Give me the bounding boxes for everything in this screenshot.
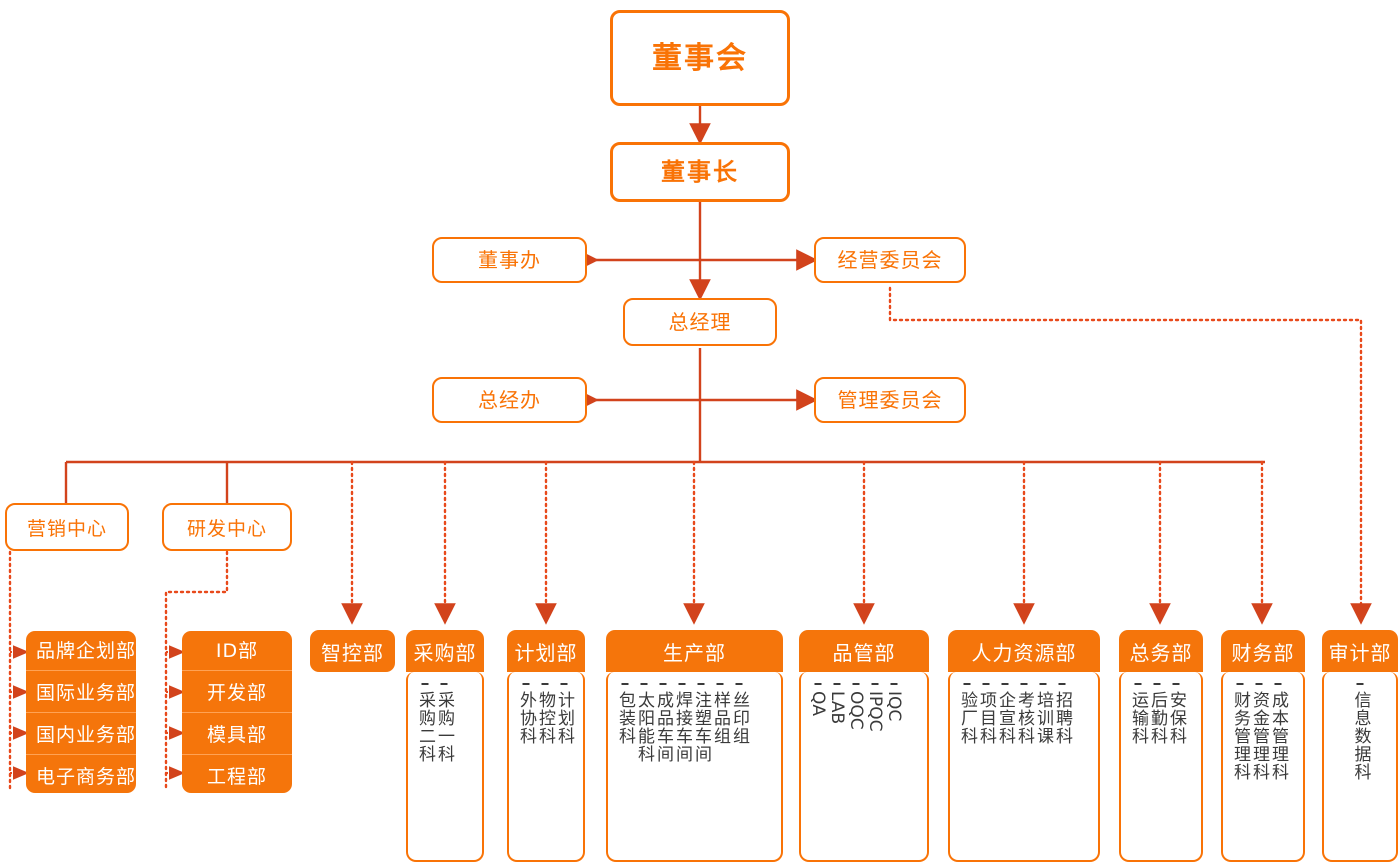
list-item[interactable]: 模具部	[182, 711, 292, 754]
list-item[interactable]: 资金管理科	[1249, 682, 1269, 781]
list-item[interactable]: 开发部	[182, 669, 292, 712]
list-item[interactable]: 包装科	[615, 682, 635, 745]
node-gm-office[interactable]: 总经办	[432, 377, 587, 423]
node-board-office-label: 董事办	[478, 248, 541, 272]
node-board-office[interactable]: 董事办	[432, 237, 587, 283]
list-item[interactable]: 考核科	[1014, 682, 1034, 745]
list-item[interactable]: 计划科	[554, 682, 574, 745]
list-item[interactable]: IQC	[884, 682, 904, 721]
list-item[interactable]: 企宣科	[995, 682, 1015, 745]
center-marketing-subs: 品牌企划部 国际业务部 国内业务部 电子商务部	[26, 631, 136, 793]
list-item[interactable]: 国内业务部	[26, 711, 136, 754]
list-item[interactable]: 外协科	[516, 682, 536, 745]
dept-caigou-subs: 采购一科 采购二科	[406, 672, 484, 862]
list-item[interactable]: 成本管理科	[1268, 682, 1288, 781]
list-item[interactable]: 运输科	[1128, 682, 1148, 745]
dept-jihua-subs: 计划科 物控科 外协科	[507, 672, 585, 862]
list-item[interactable]: 财务管理科	[1230, 682, 1250, 781]
list-item[interactable]: 物控科	[535, 682, 555, 745]
node-board-label: 董事会	[652, 40, 748, 76]
list-item[interactable]: 丝印组	[729, 682, 749, 745]
list-item[interactable]: 安保科	[1166, 682, 1186, 745]
dept-jihua-title: 计划部	[507, 630, 585, 672]
center-marketing-label: 营销中心	[26, 517, 107, 540]
list-item[interactable]: LAB	[827, 682, 847, 724]
dept-zongwu-subs: 安保科 后勤科 运输科	[1119, 672, 1203, 862]
list-item[interactable]: 项目科	[976, 682, 996, 745]
dept-renli-subs: 招聘科 培训课 考核科 企宣科 项目科 验厂科	[948, 672, 1100, 862]
list-item[interactable]: 采购二科	[415, 682, 435, 763]
list-item[interactable]: 样品组	[710, 682, 730, 745]
dept-zhikong[interactable]: 智控部	[310, 630, 395, 672]
list-item[interactable]: OQC	[846, 682, 866, 730]
dept-zongwu-title: 总务部	[1119, 630, 1203, 672]
dept-caiwu-subs: 成本管理科 资金管理科 财务管理科	[1221, 672, 1305, 862]
dept-pinguan-title: 品管部	[799, 630, 929, 672]
dept-shengchan[interactable]: 生产部 丝印组 样品组 注塑车间 焊接车间 成品车间 太阳能科 包装科	[606, 630, 783, 862]
dept-caigou-title: 采购部	[406, 630, 484, 672]
center-marketing[interactable]: 营销中心	[5, 503, 129, 551]
center-rnd-label: 研发中心	[186, 517, 267, 540]
dept-renli[interactable]: 人力资源部 招聘科 培训课 考核科 企宣科 项目科 验厂科	[948, 630, 1100, 862]
list-item[interactable]: 信息数据科	[1351, 682, 1371, 781]
node-gm-office-label: 总经办	[478, 388, 541, 412]
dept-shenji-subs: 信息数据科	[1322, 672, 1398, 862]
node-chairman-label: 董事长	[661, 157, 739, 186]
dept-caigou[interactable]: 采购部 采购一科 采购二科	[406, 630, 484, 862]
node-general-manager-label: 总经理	[668, 310, 732, 334]
dept-caiwu[interactable]: 财务部 成本管理科 资金管理科 财务管理科	[1221, 630, 1305, 862]
dept-zhikong-label: 智控部	[321, 640, 384, 665]
dept-shengchan-subs: 丝印组 样品组 注塑车间 焊接车间 成品车间 太阳能科 包装科	[606, 672, 783, 862]
list-item[interactable]: IPQC	[865, 682, 885, 732]
list-item[interactable]: 焊接车间	[672, 682, 692, 763]
dept-jihua[interactable]: 计划部 计划科 物控科 外协科	[507, 630, 585, 862]
center-rnd[interactable]: 研发中心	[162, 503, 292, 551]
list-item[interactable]: 注塑车间	[691, 682, 711, 763]
list-item[interactable]: 采购一科	[434, 682, 454, 763]
node-general-manager[interactable]: 总经理	[623, 298, 777, 346]
list-item[interactable]: ID部	[215, 639, 259, 662]
list-item[interactable]: 招聘科	[1052, 682, 1072, 745]
list-item[interactable]: 电子商务部	[26, 753, 136, 796]
center-rnd-subs: ID部 开发部 模具部 工程部	[182, 631, 292, 793]
dept-zongwu[interactable]: 总务部 安保科 后勤科 运输科	[1119, 630, 1203, 862]
node-chairman[interactable]: 董事长	[610, 142, 790, 202]
list-item[interactable]: 培训课	[1033, 682, 1053, 745]
dept-shenji-title: 审计部	[1322, 630, 1398, 672]
list-item[interactable]: 工程部	[182, 753, 292, 796]
dept-pinguan-subs: IQC IPQC OQC LAB QA	[799, 672, 929, 862]
list-item[interactable]: QA	[808, 682, 828, 716]
list-item[interactable]: 后勤科	[1147, 682, 1167, 745]
dept-shenji[interactable]: 审计部 信息数据科	[1322, 630, 1398, 862]
node-management-committee-label: 管理委员会	[837, 388, 943, 412]
list-item[interactable]: 成品车间	[653, 682, 673, 763]
node-operating-committee-label: 经营委员会	[837, 248, 943, 272]
dept-pinguan[interactable]: 品管部 IQC IPQC OQC LAB QA	[799, 630, 929, 862]
list-item[interactable]: 验厂科	[957, 682, 977, 745]
node-management-committee[interactable]: 管理委员会	[814, 377, 966, 423]
list-item[interactable]: 品牌企划部	[36, 639, 137, 662]
dept-renli-title: 人力资源部	[948, 630, 1100, 672]
node-board[interactable]: 董事会	[610, 10, 790, 106]
dept-caiwu-title: 财务部	[1221, 630, 1305, 672]
dept-shengchan-title: 生产部	[606, 630, 783, 672]
list-item[interactable]: 国际业务部	[26, 669, 136, 712]
list-item[interactable]: 太阳能科	[634, 682, 654, 763]
node-operating-committee[interactable]: 经营委员会	[814, 237, 966, 283]
